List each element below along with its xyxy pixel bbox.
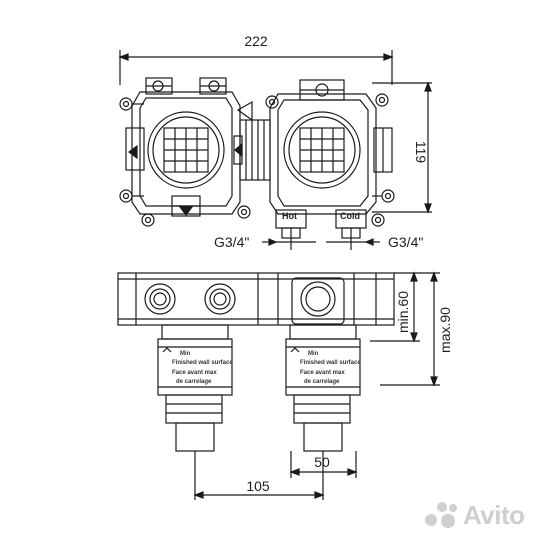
left-mounting-lugs (119, 80, 253, 227)
avito-watermark: Avito (425, 500, 535, 530)
avito-watermark-text: Avito (463, 499, 525, 530)
side-right-cartridge: Min Finished wall surface Face avant max… (285, 324, 361, 452)
label-max-90: max.90 (437, 307, 453, 353)
svg-text:Finished wall surface: Finished wall surface (300, 360, 361, 366)
svg-text:de carrelage: de carrelage (304, 379, 340, 385)
dimension-depth: min.60 max.90 (370, 271, 453, 387)
label-hot: Hot (282, 211, 297, 221)
dimension-width-222: 222 (118, 33, 394, 85)
top-view: 222 119 (118, 33, 432, 250)
left-valve-housing (125, 77, 241, 217)
avito-logo-icon (425, 502, 459, 528)
inlet-dimensions: G3/4" G3/4" (214, 228, 423, 250)
svg-text:Min: Min (180, 351, 191, 357)
side-main-body (117, 272, 395, 326)
svg-text:de carrelage: de carrelage (176, 379, 212, 385)
right-mounting-lugs (265, 93, 395, 227)
label-spacing-105: 105 (246, 478, 270, 494)
label-min-60: min.60 (395, 291, 411, 333)
right-valve-housing: Hot Cold (269, 79, 393, 239)
label-width-222: 222 (244, 33, 268, 49)
side-left-cartridge: Min Finished wall surface Face avant max… (157, 324, 233, 452)
dimension-height-119: 119 (372, 81, 432, 214)
svg-text:Finished wall surface: Finished wall surface (172, 360, 233, 366)
label-g34-right: G3/4" (388, 234, 423, 250)
svg-text:Min: Min (308, 351, 319, 357)
side-view: Min Finished wall surface Face avant max… (117, 271, 453, 500)
label-g34-left: G3/4" (214, 234, 249, 250)
dimension-spacing: 50 105 (193, 451, 358, 500)
label-height-119: 119 (413, 141, 429, 164)
label-spacing-50: 50 (314, 454, 330, 470)
svg-text:Face avant max: Face avant max (172, 370, 217, 376)
svg-text:Face avant max: Face avant max (300, 370, 345, 376)
label-cold: Cold (340, 211, 360, 221)
